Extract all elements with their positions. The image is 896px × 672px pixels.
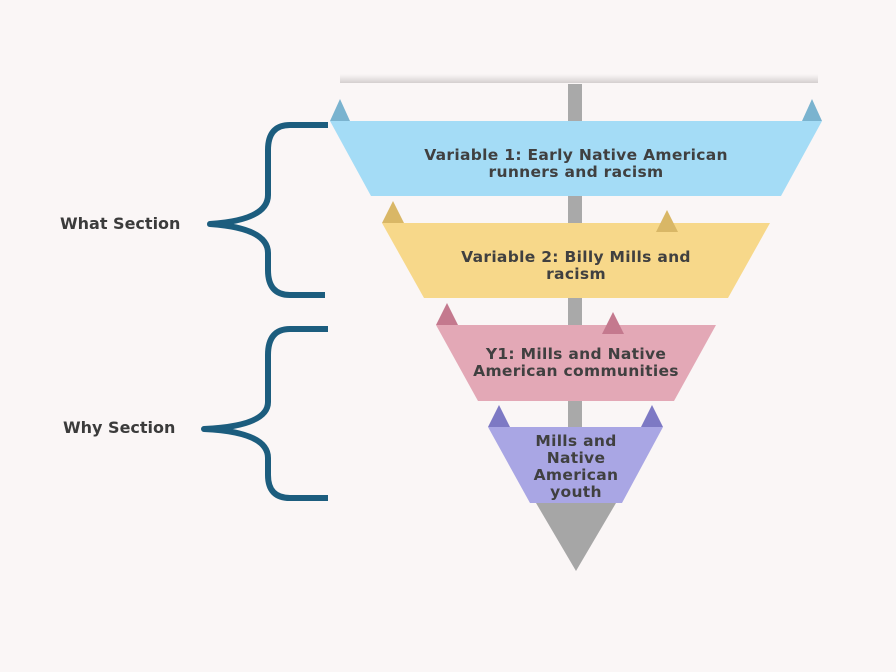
- tier-4-marker-left: [488, 405, 510, 427]
- tier-1-line-2: runners and racism: [488, 163, 664, 181]
- tier-1-marker-left: [330, 99, 350, 121]
- tier-4-line-1: Mills and: [535, 432, 617, 450]
- tier-4-line-3: American: [533, 466, 619, 484]
- what-section-brace: [207, 122, 328, 298]
- tier-3-text: Y1: Mills and Native American communitie…: [456, 346, 696, 380]
- funnel-tip: [536, 503, 616, 571]
- top-edge-shadow: [340, 74, 818, 83]
- tier-4-line-4: youth: [550, 483, 602, 501]
- tier-1-band: [330, 121, 822, 196]
- tier-3-line-2: American communities: [473, 362, 679, 380]
- tier-2-marker-left: [382, 201, 404, 223]
- tier-2-text: Variable 2: Billy Mills and racism: [426, 249, 726, 283]
- tier-3-marker-left: [436, 303, 458, 325]
- tier-3-line-1: Y1: Mills and Native: [485, 345, 667, 363]
- tier-4-band: [488, 427, 663, 503]
- tier-2-line-2: racism: [546, 265, 606, 283]
- what-section-label: What Section: [60, 214, 181, 233]
- tier-3-band: [436, 325, 716, 401]
- tier-1-text: Variable 1: Early Native American runner…: [376, 147, 776, 181]
- tier-2-line-1: Variable 2: Billy Mills and: [461, 248, 691, 266]
- tier-4-text: Mills and Native American youth: [521, 433, 631, 501]
- tier-4-line-2: Native: [546, 449, 606, 467]
- tier-2-marker-right: [656, 210, 678, 232]
- tier-1-line-1: Variable 1: Early Native American: [424, 146, 728, 164]
- tier-1-marker-right: [802, 99, 822, 121]
- tier-3-marker-right: [602, 312, 624, 334]
- tier-4-marker-right: [641, 405, 663, 427]
- why-section-brace: [201, 326, 328, 501]
- tier-2-band: [382, 223, 770, 298]
- why-section-label: Why Section: [63, 418, 176, 437]
